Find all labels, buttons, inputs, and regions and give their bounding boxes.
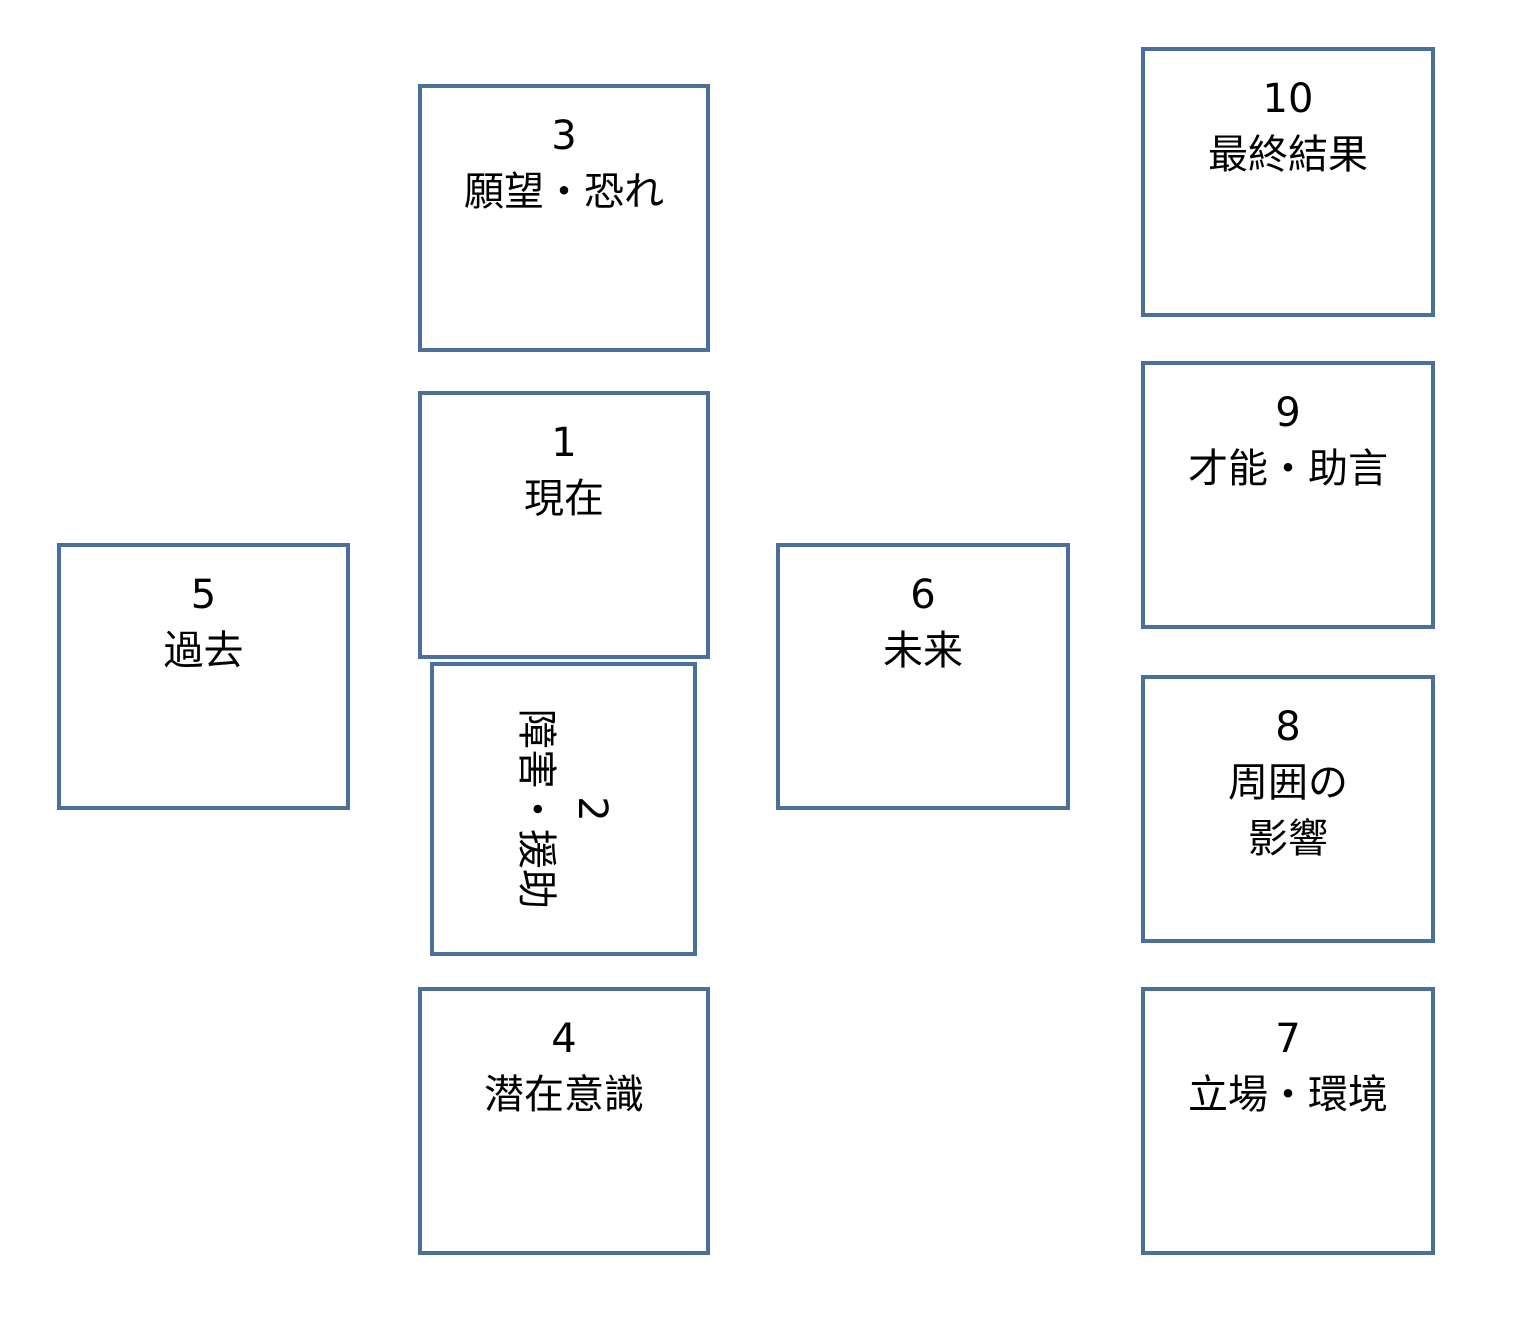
card-9-talent-advice: 9 才能・助言 <box>1141 361 1435 629</box>
card-4-subconscious: 4 潜在意識 <box>418 987 710 1255</box>
card-2-obstacle-help: 2 障害・援助 <box>430 662 697 956</box>
card-6-label: 未来 <box>883 628 963 674</box>
card-2-rotated-content: 2 障害・援助 <box>508 669 620 949</box>
card-2-number: 2 <box>568 796 615 822</box>
card-3-number: 3 <box>551 113 577 159</box>
card-1-present: 1 現在 <box>418 391 710 659</box>
card-10-label: 最終結果 <box>1208 132 1368 178</box>
card-5-label: 過去 <box>163 628 244 674</box>
card-8-number: 8 <box>1275 704 1301 750</box>
card-10-final-outcome: 10 最終結果 <box>1141 47 1435 317</box>
card-7-label: 立場・環境 <box>1188 1072 1388 1118</box>
card-10-number: 10 <box>1262 76 1314 122</box>
card-7-position-environment: 7 立場・環境 <box>1141 987 1435 1255</box>
card-4-label: 潜在意識 <box>484 1072 644 1118</box>
card-6-future: 6 未来 <box>776 543 1070 810</box>
card-1-label: 現在 <box>524 476 604 522</box>
card-4-number: 4 <box>551 1016 577 1062</box>
card-5-past: 5 過去 <box>57 543 350 810</box>
card-2-label: 障害・援助 <box>512 709 559 909</box>
card-3-desire-fear: 3 願望・恐れ <box>418 84 710 352</box>
card-5-number: 5 <box>190 572 217 618</box>
card-6-number: 6 <box>910 572 936 618</box>
card-7-number: 7 <box>1275 1016 1301 1062</box>
card-9-number: 9 <box>1275 390 1301 436</box>
card-3-label: 願望・恐れ <box>464 169 664 215</box>
card-8-surrounding-influence: 8 周囲の 影響 <box>1141 675 1435 943</box>
card-1-number: 1 <box>551 420 577 466</box>
card-8-label: 周囲の 影響 <box>1228 760 1348 862</box>
card-9-label: 才能・助言 <box>1188 446 1388 492</box>
